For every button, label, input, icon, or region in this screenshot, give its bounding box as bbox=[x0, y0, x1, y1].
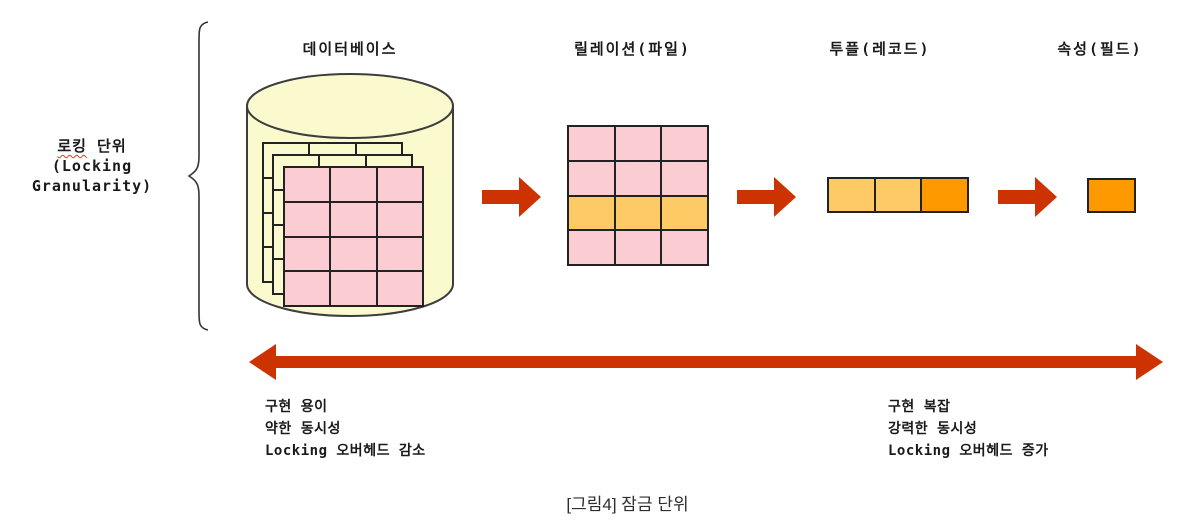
locking-granularity-label: 로킹 단위 (Locking Granularity) bbox=[2, 136, 182, 196]
stage-label-attribute: 속성(필드) bbox=[1057, 40, 1143, 58]
locking-label-line1: 로킹 단위 bbox=[2, 136, 182, 156]
flow-arrow-3-icon bbox=[998, 177, 1057, 217]
grid-cell bbox=[829, 179, 874, 211]
curly-brace-icon bbox=[187, 21, 209, 331]
grid-cell bbox=[331, 272, 376, 305]
tuple-row bbox=[827, 177, 969, 213]
grid-cell bbox=[285, 237, 330, 271]
note-line: Locking 오버헤드 감소 bbox=[265, 443, 426, 459]
database-sheet-front bbox=[283, 166, 424, 307]
grid-cell bbox=[662, 231, 707, 264]
relation-grid bbox=[567, 125, 709, 266]
locking-label-line2: (Locking bbox=[51, 157, 133, 175]
stage-label-relation: 릴레이션(파일) bbox=[574, 40, 691, 58]
grid-cell bbox=[875, 179, 921, 211]
grid-cell bbox=[285, 202, 330, 236]
grid-cell bbox=[615, 127, 661, 160]
notes-left: 구현 용이 약한 동시성 Locking 오버헤드 감소 bbox=[265, 396, 426, 462]
stage-label-database: 데이터베이스 bbox=[302, 40, 398, 58]
grid-cell bbox=[377, 272, 422, 305]
grid-cell bbox=[569, 196, 614, 230]
grid-cell bbox=[331, 168, 376, 201]
grid-cell bbox=[615, 231, 661, 264]
locking-word-rest: 단위 bbox=[86, 137, 127, 155]
attribute-cell bbox=[1087, 178, 1136, 213]
grid-cell bbox=[285, 168, 330, 201]
note-line: 구현 용이 bbox=[265, 399, 328, 415]
grid-cell bbox=[377, 202, 422, 236]
grid-cell bbox=[331, 202, 376, 236]
note-line: 구현 복잡 bbox=[888, 399, 951, 415]
locking-word-underlined: 로킹 bbox=[57, 137, 87, 155]
note-line: Locking 오버헤드 증가 bbox=[888, 443, 1049, 459]
flow-arrow-2-icon bbox=[737, 177, 796, 217]
grid-cell bbox=[615, 161, 661, 195]
figure-caption: [그림4] 잠금 단위 bbox=[566, 495, 689, 514]
grid-cell bbox=[285, 272, 330, 305]
note-line: 강력한 동시성 bbox=[888, 421, 978, 437]
note-line: 약한 동시성 bbox=[265, 421, 341, 437]
grid-cell bbox=[377, 237, 422, 271]
grid-cell bbox=[569, 127, 614, 160]
grid-cell bbox=[662, 196, 707, 230]
grid-cell bbox=[662, 127, 707, 160]
grid-cell bbox=[331, 237, 376, 271]
locking-label-line3: Granularity) bbox=[31, 177, 153, 195]
stage-label-tuple: 투플(레코드) bbox=[829, 40, 931, 58]
grid-cell bbox=[569, 231, 614, 264]
grid-cell bbox=[615, 196, 661, 230]
grid-cell bbox=[569, 161, 614, 195]
notes-right: 구현 복잡 강력한 동시성 Locking 오버헤드 증가 bbox=[888, 396, 1049, 462]
grid-cell bbox=[377, 168, 422, 201]
granularity-spectrum-arrow-icon bbox=[249, 344, 1163, 380]
grid-cell bbox=[922, 179, 967, 211]
grid-cell bbox=[662, 161, 707, 195]
flow-arrow-1-icon bbox=[482, 177, 541, 217]
